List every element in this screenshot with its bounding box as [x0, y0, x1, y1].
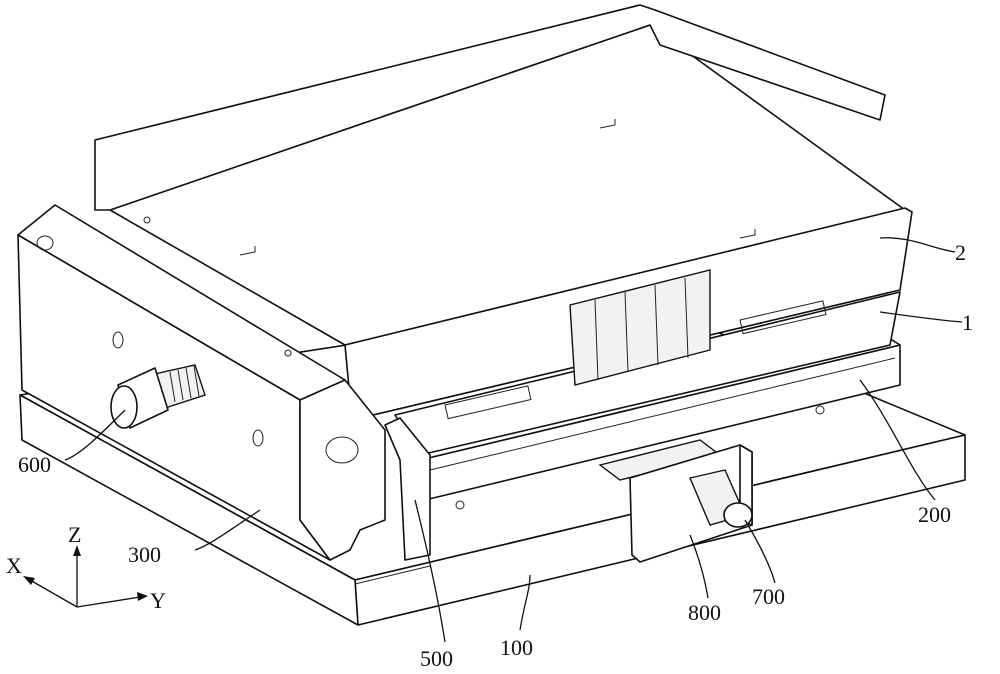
label-screw-700: 700	[752, 584, 785, 609]
label-battery: 1	[962, 310, 973, 335]
label-base: 100	[500, 635, 533, 660]
axis-indicator: X Z Y	[6, 522, 166, 613]
label-slider-block: 800	[688, 600, 721, 625]
axis-y-label: Y	[150, 588, 166, 613]
axis-x-label: X	[6, 553, 22, 578]
label-tray: 2	[955, 240, 966, 265]
label-platform: 200	[918, 502, 951, 527]
label-spacer: 500	[420, 646, 453, 671]
label-screw-600: 600	[18, 452, 51, 477]
label-clamp-block: 300	[128, 542, 161, 567]
axis-z-label: Z	[68, 522, 81, 547]
